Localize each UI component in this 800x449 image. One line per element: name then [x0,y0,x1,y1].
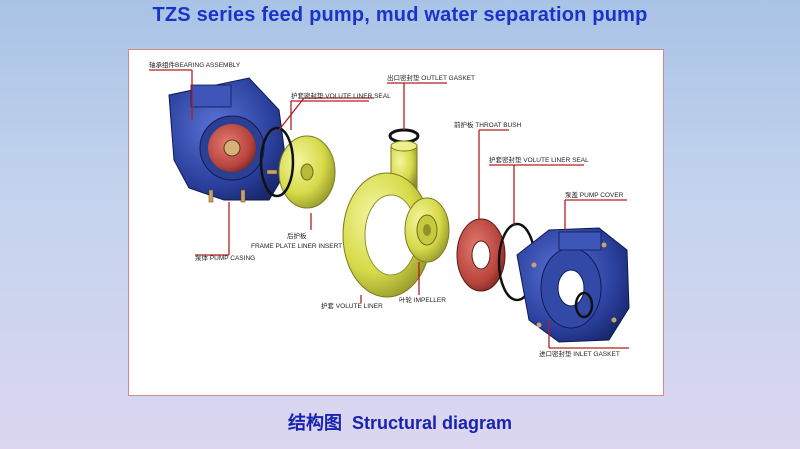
diagram-caption: 结构图 Structural diagram [0,409,800,435]
pump-exploded-diagram: 轴承组件BEARING ASSEMBLY 出口密封垫 OUTLET GASKET… [149,60,630,358]
label-bearing-assembly: 轴承组件BEARING ASSEMBLY [149,60,241,69]
outlet-gasket-ring [388,128,420,144]
pointer-lines [149,69,629,349]
inlet-gasket-ring [574,291,594,319]
volute-liner-part [342,140,432,298]
volute-liner-seal-ring-1 [259,126,295,198]
label-volute-liner-seal-1: 护套密封垫 VOLUTE LINER SEAL [291,91,391,100]
label-volute-liner-seal-2: 护套密封垫 VOLUTE LINER SEAL [489,155,589,164]
page-title: TZS series feed pump, mud water separati… [152,4,648,26]
label-pump-casing: 泵体 PUMP CASING [195,253,255,262]
label-pump-cover: 泵盖 PUMP COVER [565,190,624,199]
pump-casing-part [168,77,288,203]
throat-bush-part [456,218,506,292]
label-volute-liner: 护套 VOLUTE LINER [321,301,383,310]
label-frame-plate-cn: 后护板 [287,231,307,240]
impeller-part [404,197,450,263]
label-frame-plate-en: FRAME PLATE LINER INSERT [251,243,342,250]
label-outlet-gasket: 出口密封垫 OUTLET GASKET [387,73,475,82]
caption-english: Structural diagram [351,413,513,433]
pump-cover-part [516,227,630,343]
label-throat-bush: 前护板 THROAT BUSH [454,120,522,129]
label-inlet-gasket: 进口密封垫 INLET GASKET [539,349,620,358]
label-impeller: 叶轮 IMPELLER [399,295,446,304]
diagram-panel: 轴承组件BEARING ASSEMBLY 出口密封垫 OUTLET GASKET… [128,49,664,396]
frame-plate-liner-part [278,135,336,209]
caption-chinese: 结构图 [287,413,342,433]
